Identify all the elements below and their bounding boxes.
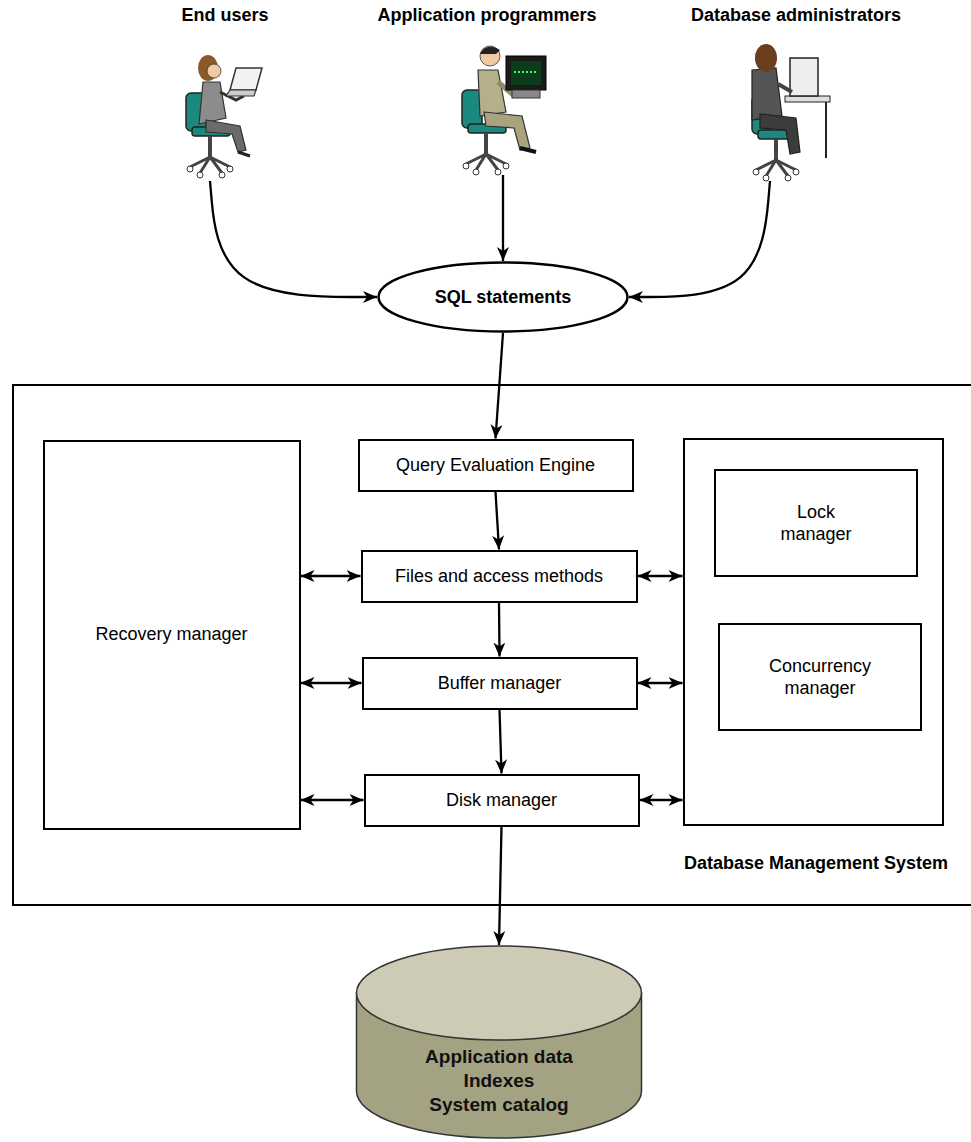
component-label: Recovery manager <box>95 624 247 645</box>
component-label: Concurrency manager <box>767 655 873 699</box>
connector-arrow <box>640 799 683 801</box>
connector-arrow <box>499 827 502 946</box>
connector-arrow <box>210 181 377 297</box>
component-box: Recovery manager <box>43 440 301 830</box>
end-user-figure <box>186 55 262 178</box>
programmer-figure <box>462 46 546 175</box>
component-box: Buffer manager <box>362 657 638 710</box>
component-box: Lock manager <box>714 469 918 577</box>
storage-label: Indexes <box>464 1069 535 1093</box>
component-label: Buffer manager <box>438 673 562 694</box>
component-box: Concurrency manager <box>718 623 922 731</box>
storage-label: Application data <box>425 1045 573 1069</box>
connector-arrow <box>638 575 683 577</box>
role-label: Database administrators <box>691 5 901 26</box>
role-label: End users <box>181 5 268 26</box>
connector-arrow <box>498 603 501 657</box>
component-box: Query Evaluation Engine <box>358 439 634 492</box>
connector-arrow <box>301 799 364 801</box>
role-label: Application programmers <box>377 5 596 26</box>
component-label: Query Evaluation Engine <box>396 455 595 476</box>
component-box: Files and access methods <box>361 550 638 603</box>
component-label: SQL statements <box>435 287 572 308</box>
connector-arrow <box>301 575 361 577</box>
connector-arrow <box>500 710 502 774</box>
component-label: Files and access methods <box>395 566 603 587</box>
user-role: Database administrators <box>655 5 937 181</box>
connector-arrow <box>496 492 500 550</box>
component-box: Disk manager <box>364 774 640 827</box>
system-label: Database Management System <box>684 853 948 874</box>
component-label: Disk manager <box>446 790 557 811</box>
connector-arrow <box>638 682 683 684</box>
component-label: Lock manager <box>763 501 869 545</box>
group-box: Lock managerConcurrency manager <box>683 438 944 826</box>
connector-arrow <box>629 181 770 297</box>
statement-ellipse: SQL statements <box>377 261 629 333</box>
user-role: End users <box>165 5 285 181</box>
connector-arrow <box>502 175 504 261</box>
connector-arrow <box>301 682 362 684</box>
system-boundary: Recovery manager Query Evaluation EngineF… <box>12 384 971 906</box>
administrator-figure <box>752 44 830 181</box>
database-cylinder: Application dataIndexesSystem catalog <box>355 945 643 1140</box>
storage-label: System catalog <box>429 1093 568 1117</box>
user-role: Application programmers <box>337 5 637 175</box>
